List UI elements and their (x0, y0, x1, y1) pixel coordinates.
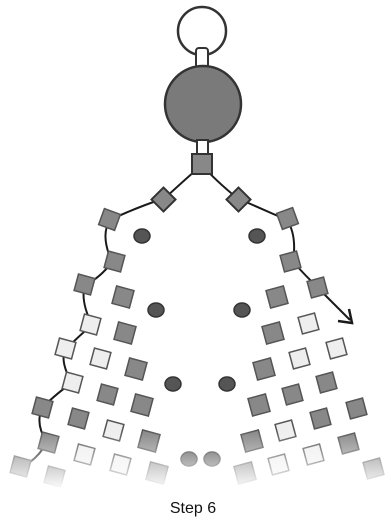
left-thread (30, 165, 202, 462)
step-caption: Step 6 (0, 500, 386, 518)
pendant-icon (165, 66, 241, 142)
center-cube-bead (192, 154, 212, 174)
bottom-fade (0, 430, 386, 490)
